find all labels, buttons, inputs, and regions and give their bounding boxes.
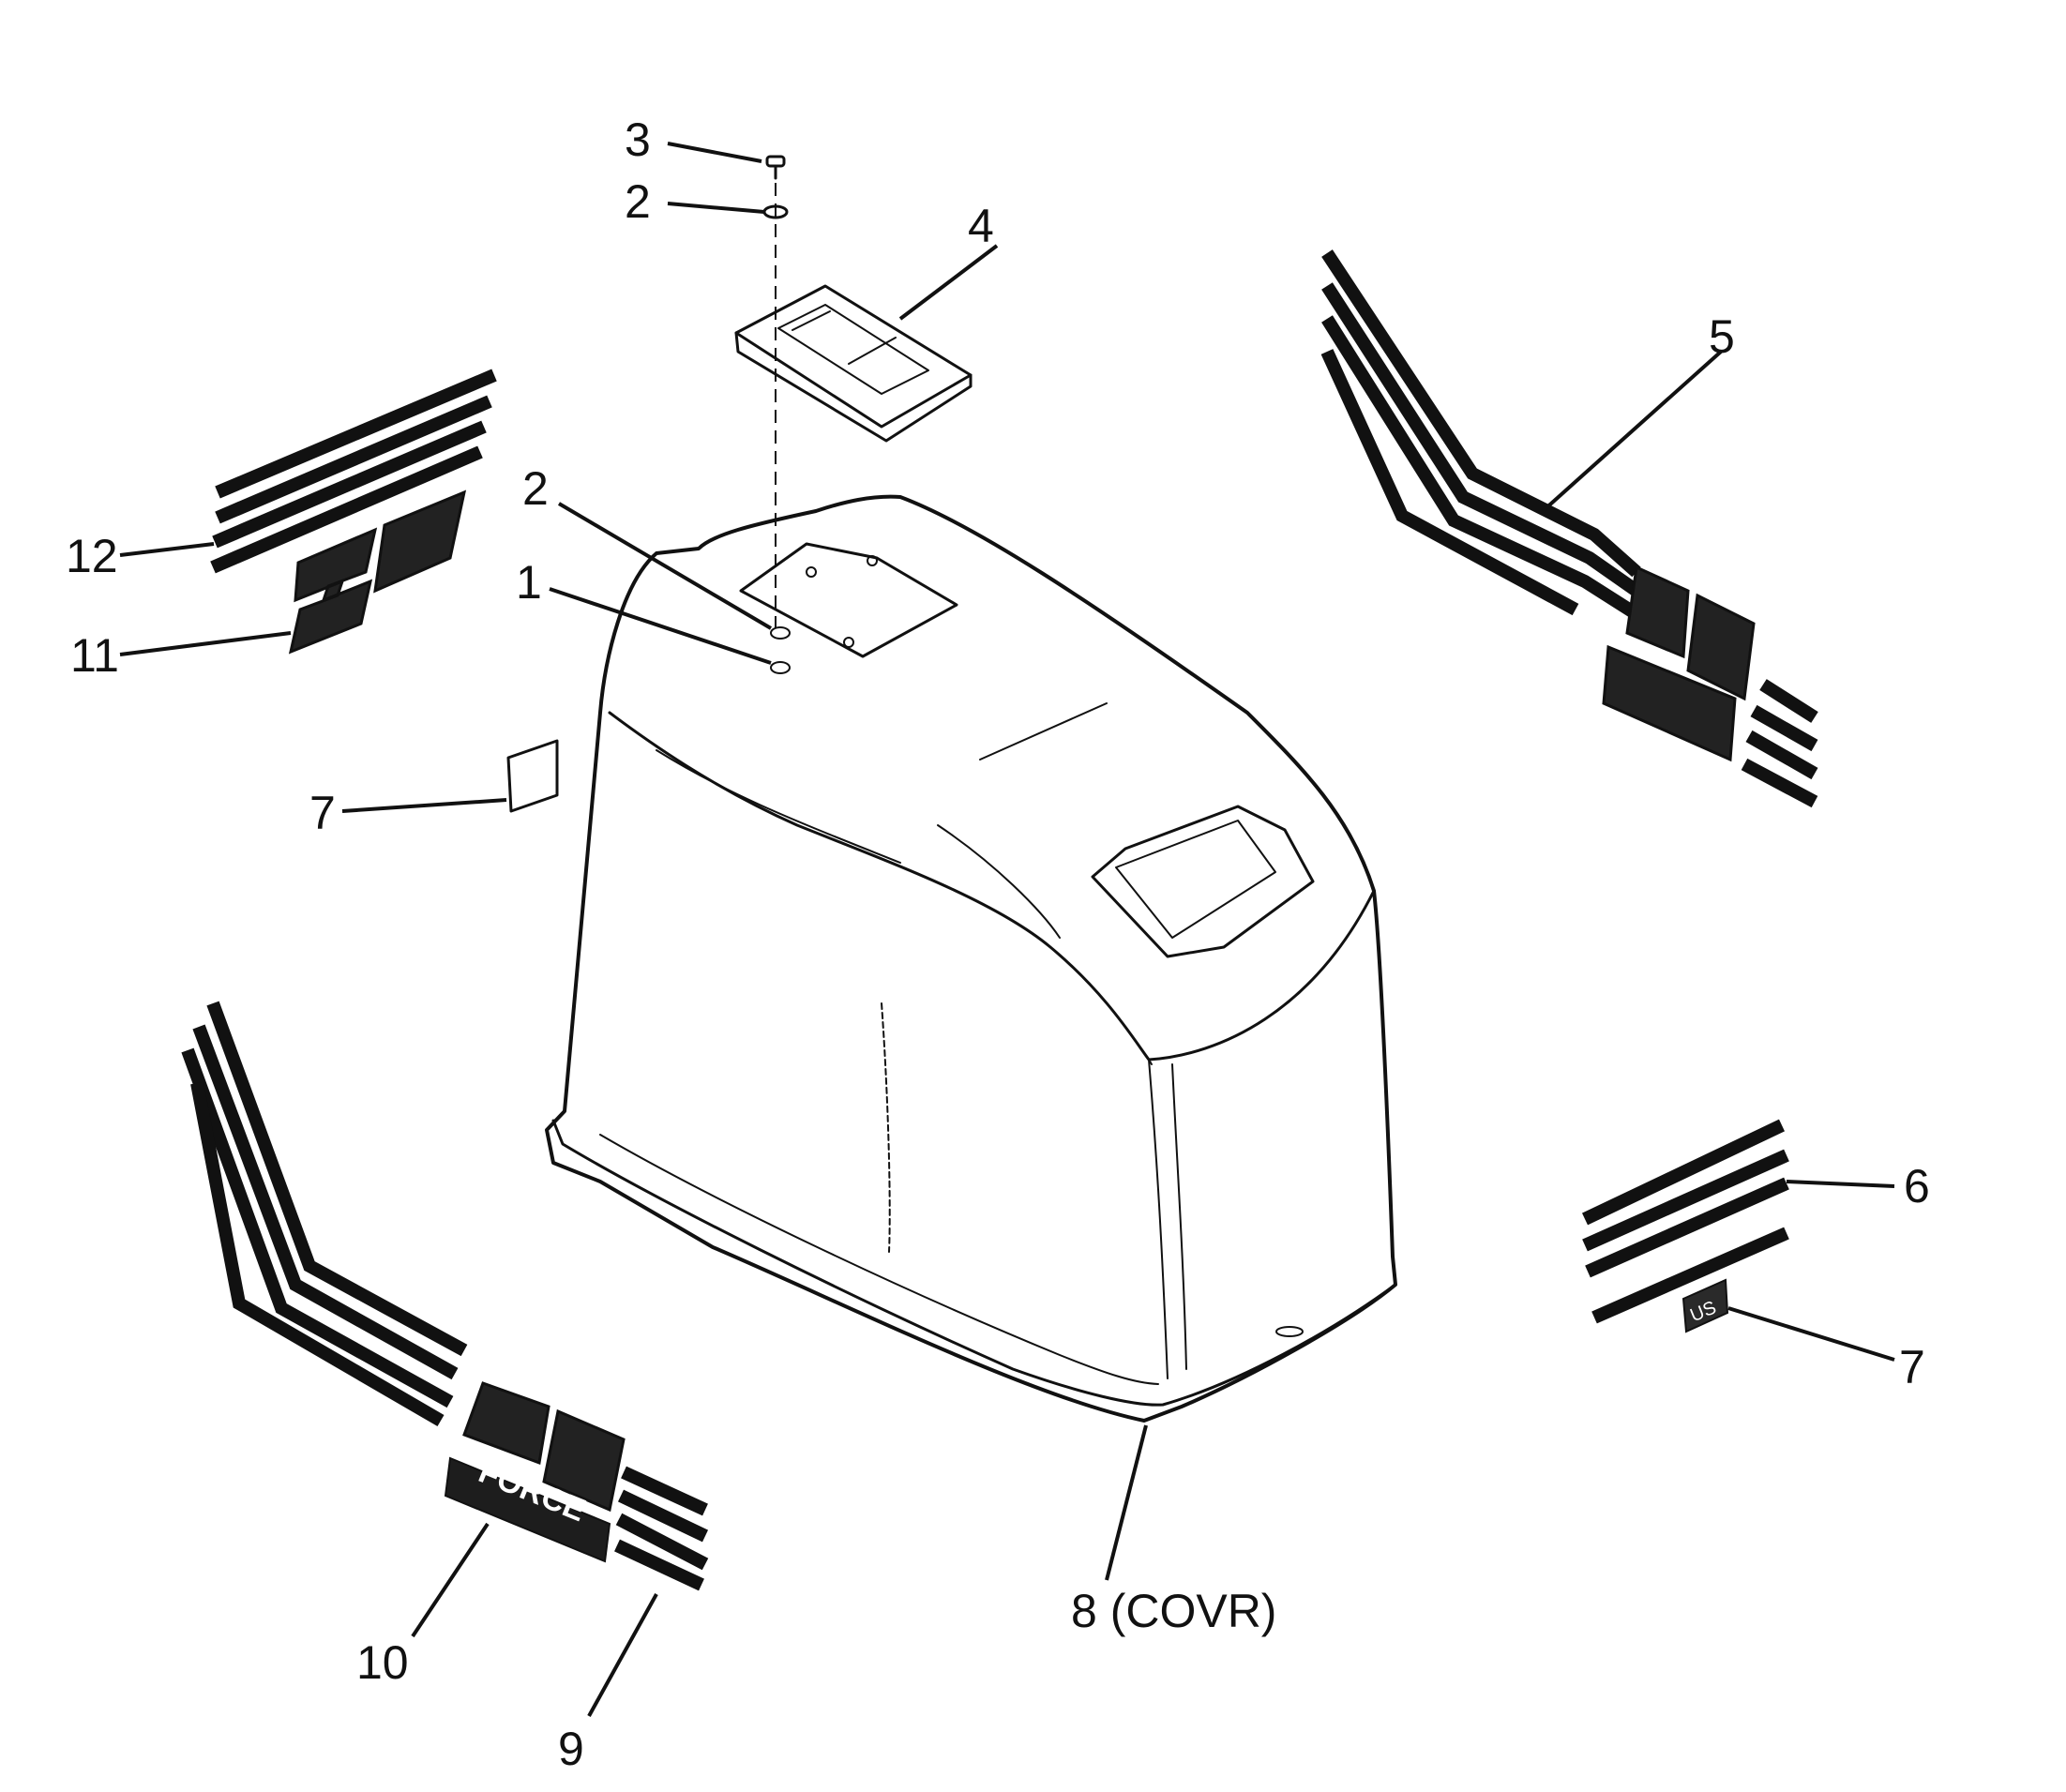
callout-1: 1 xyxy=(516,556,542,609)
cover-plate-part xyxy=(734,284,973,443)
decal-numerals-upper-left xyxy=(288,489,467,655)
screw-part xyxy=(765,155,786,180)
grommets-part xyxy=(770,626,791,674)
decal-small-square xyxy=(506,739,559,813)
callout-7-left: 7 xyxy=(309,787,336,839)
callout-8-cover: 8 (COVR) xyxy=(1071,1585,1276,1637)
decal-stripes-lower-right xyxy=(1581,1119,1789,1324)
decal-stripes-upper-right xyxy=(1320,249,1818,808)
callout-6: 6 xyxy=(1904,1160,1930,1212)
callout-12: 12 xyxy=(66,530,118,582)
callout-3: 3 xyxy=(625,113,651,166)
decal-badge-lower-right: US xyxy=(1681,1278,1729,1333)
top-cowl xyxy=(545,494,1397,1423)
decal-stripes-lower-left xyxy=(181,1001,709,1591)
decal-numerals-lower-left xyxy=(462,1381,626,1513)
decal-numerals-upper-right xyxy=(1602,565,1756,762)
callout-11: 11 xyxy=(70,629,119,682)
callout-5: 5 xyxy=(1709,310,1735,363)
callout-9: 9 xyxy=(558,1723,584,1775)
callout-10: 10 xyxy=(356,1636,409,1689)
callout-labels: 3 2 4 5 12 2 1 11 7 6 7 10 9 8 (COVR) xyxy=(66,113,1930,1775)
callout-2-grommet: 2 xyxy=(522,462,549,515)
decal-stripes-upper-left xyxy=(210,369,497,574)
callout-4: 4 xyxy=(968,200,994,252)
leader-lines xyxy=(119,142,1895,1717)
callout-7-right: 7 xyxy=(1899,1341,1925,1393)
callout-2-washer: 2 xyxy=(625,175,651,228)
